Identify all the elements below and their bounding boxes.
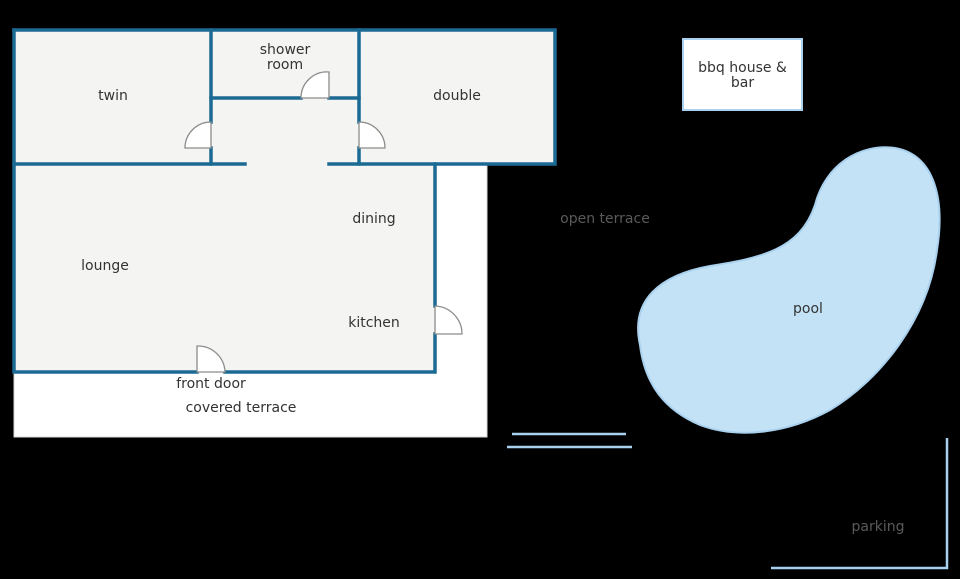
shower-label-line1: shower [259, 42, 311, 58]
shower-room-label: shower room [245, 43, 325, 73]
dining-label-text: dining [352, 211, 396, 227]
terrace-steps [507, 432, 632, 449]
front-door-swing [196, 345, 226, 373]
lounge-label: lounge [65, 259, 145, 274]
front-door-label-text: front door [176, 376, 246, 392]
shower-label-line2: room [266, 57, 304, 73]
pool-label: pool [778, 302, 838, 317]
parking-label: parking [838, 520, 918, 535]
walls [12, 28, 557, 374]
twin-label: twin [82, 89, 144, 104]
kitchen-label-text: kitchen [348, 315, 400, 331]
dining-label: dining [334, 212, 414, 227]
kitchen-label: kitchen [334, 316, 414, 331]
shower-door [300, 71, 330, 99]
open-terrace-label: open terrace [550, 212, 660, 227]
parking-area [771, 438, 949, 570]
double-door [358, 121, 386, 149]
doors [184, 71, 463, 373]
kitchen-door [434, 305, 463, 335]
covered-terrace-label-text: covered terrace [185, 400, 297, 416]
bbq-house-label: bbq house & bar [683, 61, 802, 91]
lounge-label-text: lounge [81, 258, 129, 274]
pool-label-text: pool [793, 301, 823, 317]
pool-shape [637, 146, 941, 434]
bbq-label-line1: bbq house & [698, 60, 787, 76]
twin-label-text: twin [98, 88, 128, 104]
bbq-house [682, 38, 803, 111]
lower-wing-fill [14, 164, 435, 372]
parking-label-text: parking [851, 519, 905, 535]
covered-terrace-label: covered terrace [176, 401, 306, 416]
bbq-label-line2: bar [730, 75, 755, 91]
double-label-text: double [433, 88, 481, 104]
twin-door [184, 121, 212, 149]
front-door-label: front door [161, 377, 261, 392]
double-label: double [417, 89, 497, 104]
open-terrace-label-text: open terrace [560, 211, 650, 227]
